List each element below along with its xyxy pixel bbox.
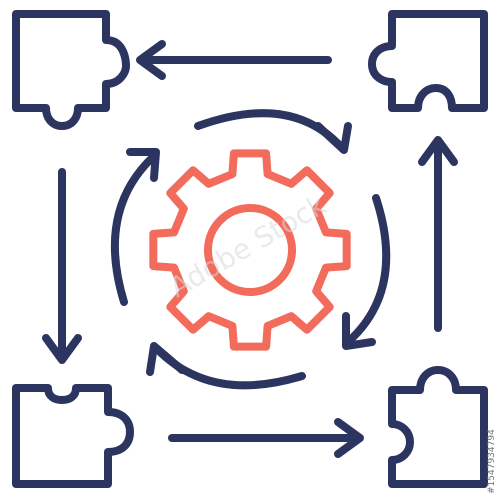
watermark-id: #1547934794 (487, 429, 497, 494)
puzzle-piece-bottom-right-icon (388, 366, 488, 488)
arrow-right-bottom-icon (168, 418, 364, 458)
puzzle-piece-top-right-icon (368, 10, 488, 112)
arrow-up-right-icon (418, 136, 458, 332)
gear-icon (149, 149, 351, 351)
cycle-arrow-top-icon (194, 109, 352, 154)
cycle-arrow-left-icon (110, 148, 160, 306)
cycle-arrow-bottom-icon (146, 342, 306, 390)
gear-hub (204, 204, 296, 296)
arrow-down-left-icon (42, 168, 82, 364)
cycle-arrow-right-icon (342, 194, 391, 350)
puzzle-piece-top-left-icon (12, 10, 130, 130)
puzzle-piece-bottom-left-icon (12, 384, 134, 488)
arrow-left-top-icon (136, 40, 332, 80)
